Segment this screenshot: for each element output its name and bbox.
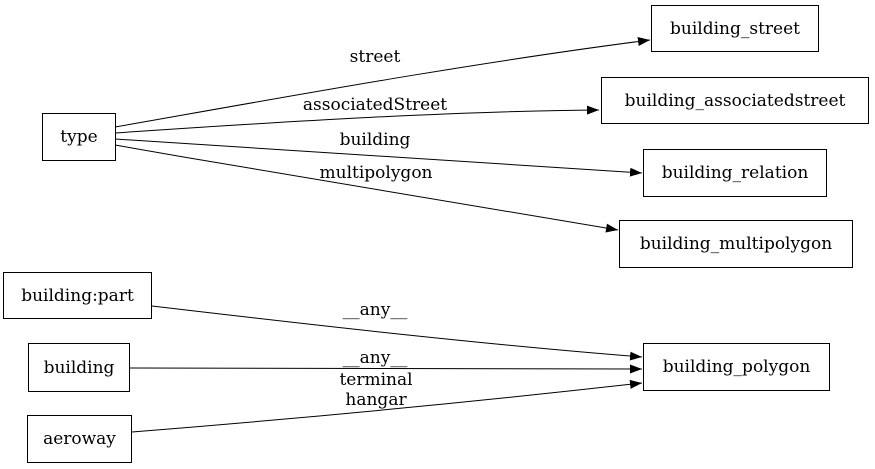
node-aeroway-label: aeroway	[43, 429, 116, 449]
edge-label-hangar: hangar	[345, 390, 407, 410]
node-building-polygon-label: building_polygon	[662, 357, 811, 377]
node-building-part-label: building:part	[21, 285, 134, 306]
node-building-associatedstreet: building_associatedstreet	[601, 77, 869, 124]
node-type-label: type	[60, 127, 98, 147]
edge-label-building: building	[339, 130, 411, 150]
node-building-relation-label: building_relation	[661, 163, 809, 183]
edge-label-associatedstreet: associatedStreet	[302, 95, 448, 115]
node-building-associatedstreet-label: building_associatedstreet	[624, 90, 846, 111]
edge-type-building-associatedstreet	[114, 105, 600, 134]
edge-label-any-building: __any__	[342, 348, 408, 368]
edge-label-terminal-hangar: terminal hangar	[339, 370, 412, 410]
edge-label-any-buildingpart: __any__	[342, 300, 408, 320]
node-building-polygon: building_polygon	[643, 343, 830, 391]
node-building-street: building_street	[651, 5, 819, 52]
node-building-multipolygon-label: building_multipolygon	[639, 234, 833, 254]
node-building-part: building:part	[3, 272, 152, 319]
edge-type-building-street	[114, 37, 651, 128]
node-building-street-label: building_street	[670, 18, 800, 39]
node-building-label: building	[43, 357, 115, 378]
node-building-multipolygon: building_multipolygon	[619, 220, 853, 268]
edge-building-building-polygon	[129, 364, 643, 374]
edge-type-building-multipolygon	[114, 144, 619, 233]
node-building: building	[28, 343, 130, 392]
node-building-relation: building_relation	[643, 149, 827, 197]
edge-aeroway-building-polygon	[131, 379, 643, 433]
edge-label-terminal: terminal	[339, 370, 413, 390]
node-aeroway: aeroway	[27, 415, 132, 463]
edge-buildingpart-building-polygon	[151, 305, 643, 361]
edge-label-multipolygon: multipolygon	[319, 163, 433, 183]
edge-label-street: street	[349, 47, 401, 67]
node-type: type	[42, 113, 116, 161]
